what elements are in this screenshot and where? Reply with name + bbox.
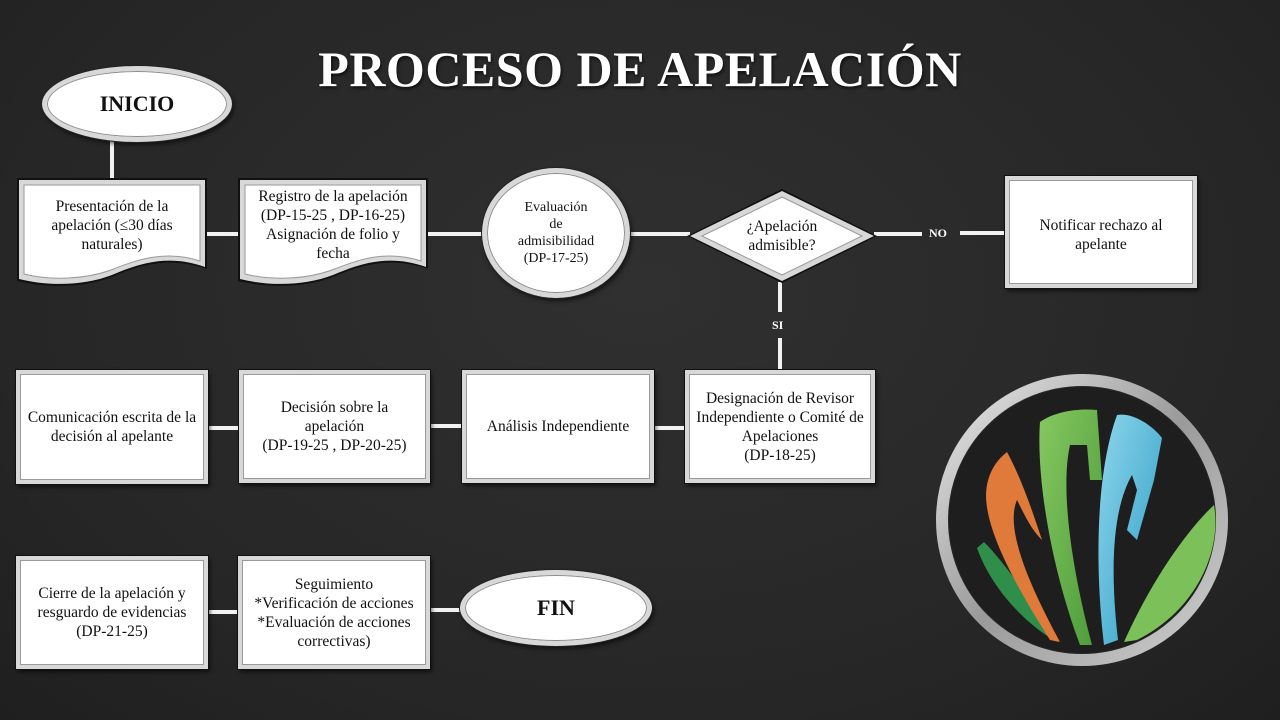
comunicacion-escrita-box: Comunicación escrita de la decisión al a… xyxy=(16,370,208,484)
document-shape xyxy=(17,178,207,286)
cierre-apelacion-box: Cierre de la apelación y resguardo de ev… xyxy=(16,556,208,669)
decision-admisible-diamond: ¿Apelación admisible? xyxy=(686,188,878,284)
logo-leaf-lightgreen xyxy=(1124,505,1216,642)
connector-presentacion-registro xyxy=(206,232,240,236)
notificar-rechazo-box: Notificar rechazo al apelante xyxy=(1005,176,1197,288)
evaluacion-admisibilidad-node: Evaluación de admisibilidad (DP-17-25) xyxy=(482,168,630,298)
connector-decision-si-a xyxy=(778,282,782,312)
connector-decision-no-b xyxy=(960,231,1006,235)
document-presentacion: Presentación de la apelación (≤30 días n… xyxy=(16,177,208,289)
connector-registro-evaluacion xyxy=(428,232,486,236)
logo-ribbon-blue xyxy=(1098,414,1162,645)
registro-text: Registro de la apelación (DP-15-25 , DP-… xyxy=(237,177,429,273)
decision-line-1: Decisión sobre la apelación xyxy=(280,399,389,435)
edge-label-si: SI xyxy=(772,318,784,332)
cierre-line-1: Cierre de la apelación y resguardo de ev… xyxy=(37,585,187,621)
connector-seguimiento-fin xyxy=(428,608,464,612)
connector-decision-comunicacion xyxy=(206,426,242,430)
diamond-shape xyxy=(687,189,877,283)
document-registro: Registro de la apelación (DP-15-25 , DP-… xyxy=(237,177,429,289)
designacion-line-1: Designación de Revisor Independiente o C… xyxy=(696,389,864,445)
decision-text: ¿Apelación admisible? xyxy=(746,218,818,254)
start-terminal-inicio: INICIO xyxy=(42,66,232,142)
connector-inicio-presentacion xyxy=(110,140,114,178)
connector-analisis-decision xyxy=(428,424,464,428)
evaluacion-line-4: (DP-17-25) xyxy=(523,251,589,266)
designacion-revisor-box: Designación de Revisor Independiente o C… xyxy=(685,370,875,483)
connector-decision-no-a xyxy=(874,232,922,236)
connector-cierre-seguimiento xyxy=(206,610,242,614)
logo-ribbon-orange xyxy=(986,452,1060,642)
decision-line-2: (DP-19-25 , DP-20-25) xyxy=(262,437,407,454)
connector-evaluacion-decision xyxy=(628,232,690,236)
document-shape xyxy=(238,178,428,286)
connector-designacion-analisis xyxy=(652,426,686,430)
logo-ribbon-green xyxy=(1039,409,1102,645)
cierre-line-2: (DP-21-25) xyxy=(76,623,148,640)
edge-label-no: NO xyxy=(929,226,947,240)
end-terminal-fin: FIN xyxy=(460,570,652,646)
designacion-line-2: (DP-18-25) xyxy=(744,446,816,464)
registro-line-1: Registro de la apelación xyxy=(258,188,408,205)
seguimiento-line-1: Seguimiento xyxy=(294,575,374,593)
logo-emblem-icon xyxy=(936,374,1228,666)
analisis-independiente-box: Análisis Independiente xyxy=(462,370,654,483)
seguimiento-line-2: *Verificación de acciones xyxy=(254,594,414,612)
evaluacion-line-2: de xyxy=(549,217,563,232)
evaluacion-line-1: Evaluación xyxy=(524,200,588,215)
connector-decision-si-b xyxy=(778,338,782,372)
page-title: PROCESO DE APELACIÓN xyxy=(318,41,962,97)
seguimiento-line-3: *Evaluación de acciones correctivas) xyxy=(257,613,411,650)
organization-logo xyxy=(932,370,1232,670)
registro-line-2: (DP-15-25 , DP-16-25) xyxy=(260,207,406,224)
decision-apelacion-box: Decisión sobre la apelación (DP-19-25 , … xyxy=(239,370,430,483)
presentacion-text: Presentación de la apelación (≤30 días n… xyxy=(51,197,173,253)
evaluacion-line-3: admisibilidad xyxy=(517,234,595,249)
seguimiento-box: Seguimiento *Verificación de acciones *E… xyxy=(238,556,430,669)
registro-line-3: Asignación de folio y fecha xyxy=(266,226,400,262)
